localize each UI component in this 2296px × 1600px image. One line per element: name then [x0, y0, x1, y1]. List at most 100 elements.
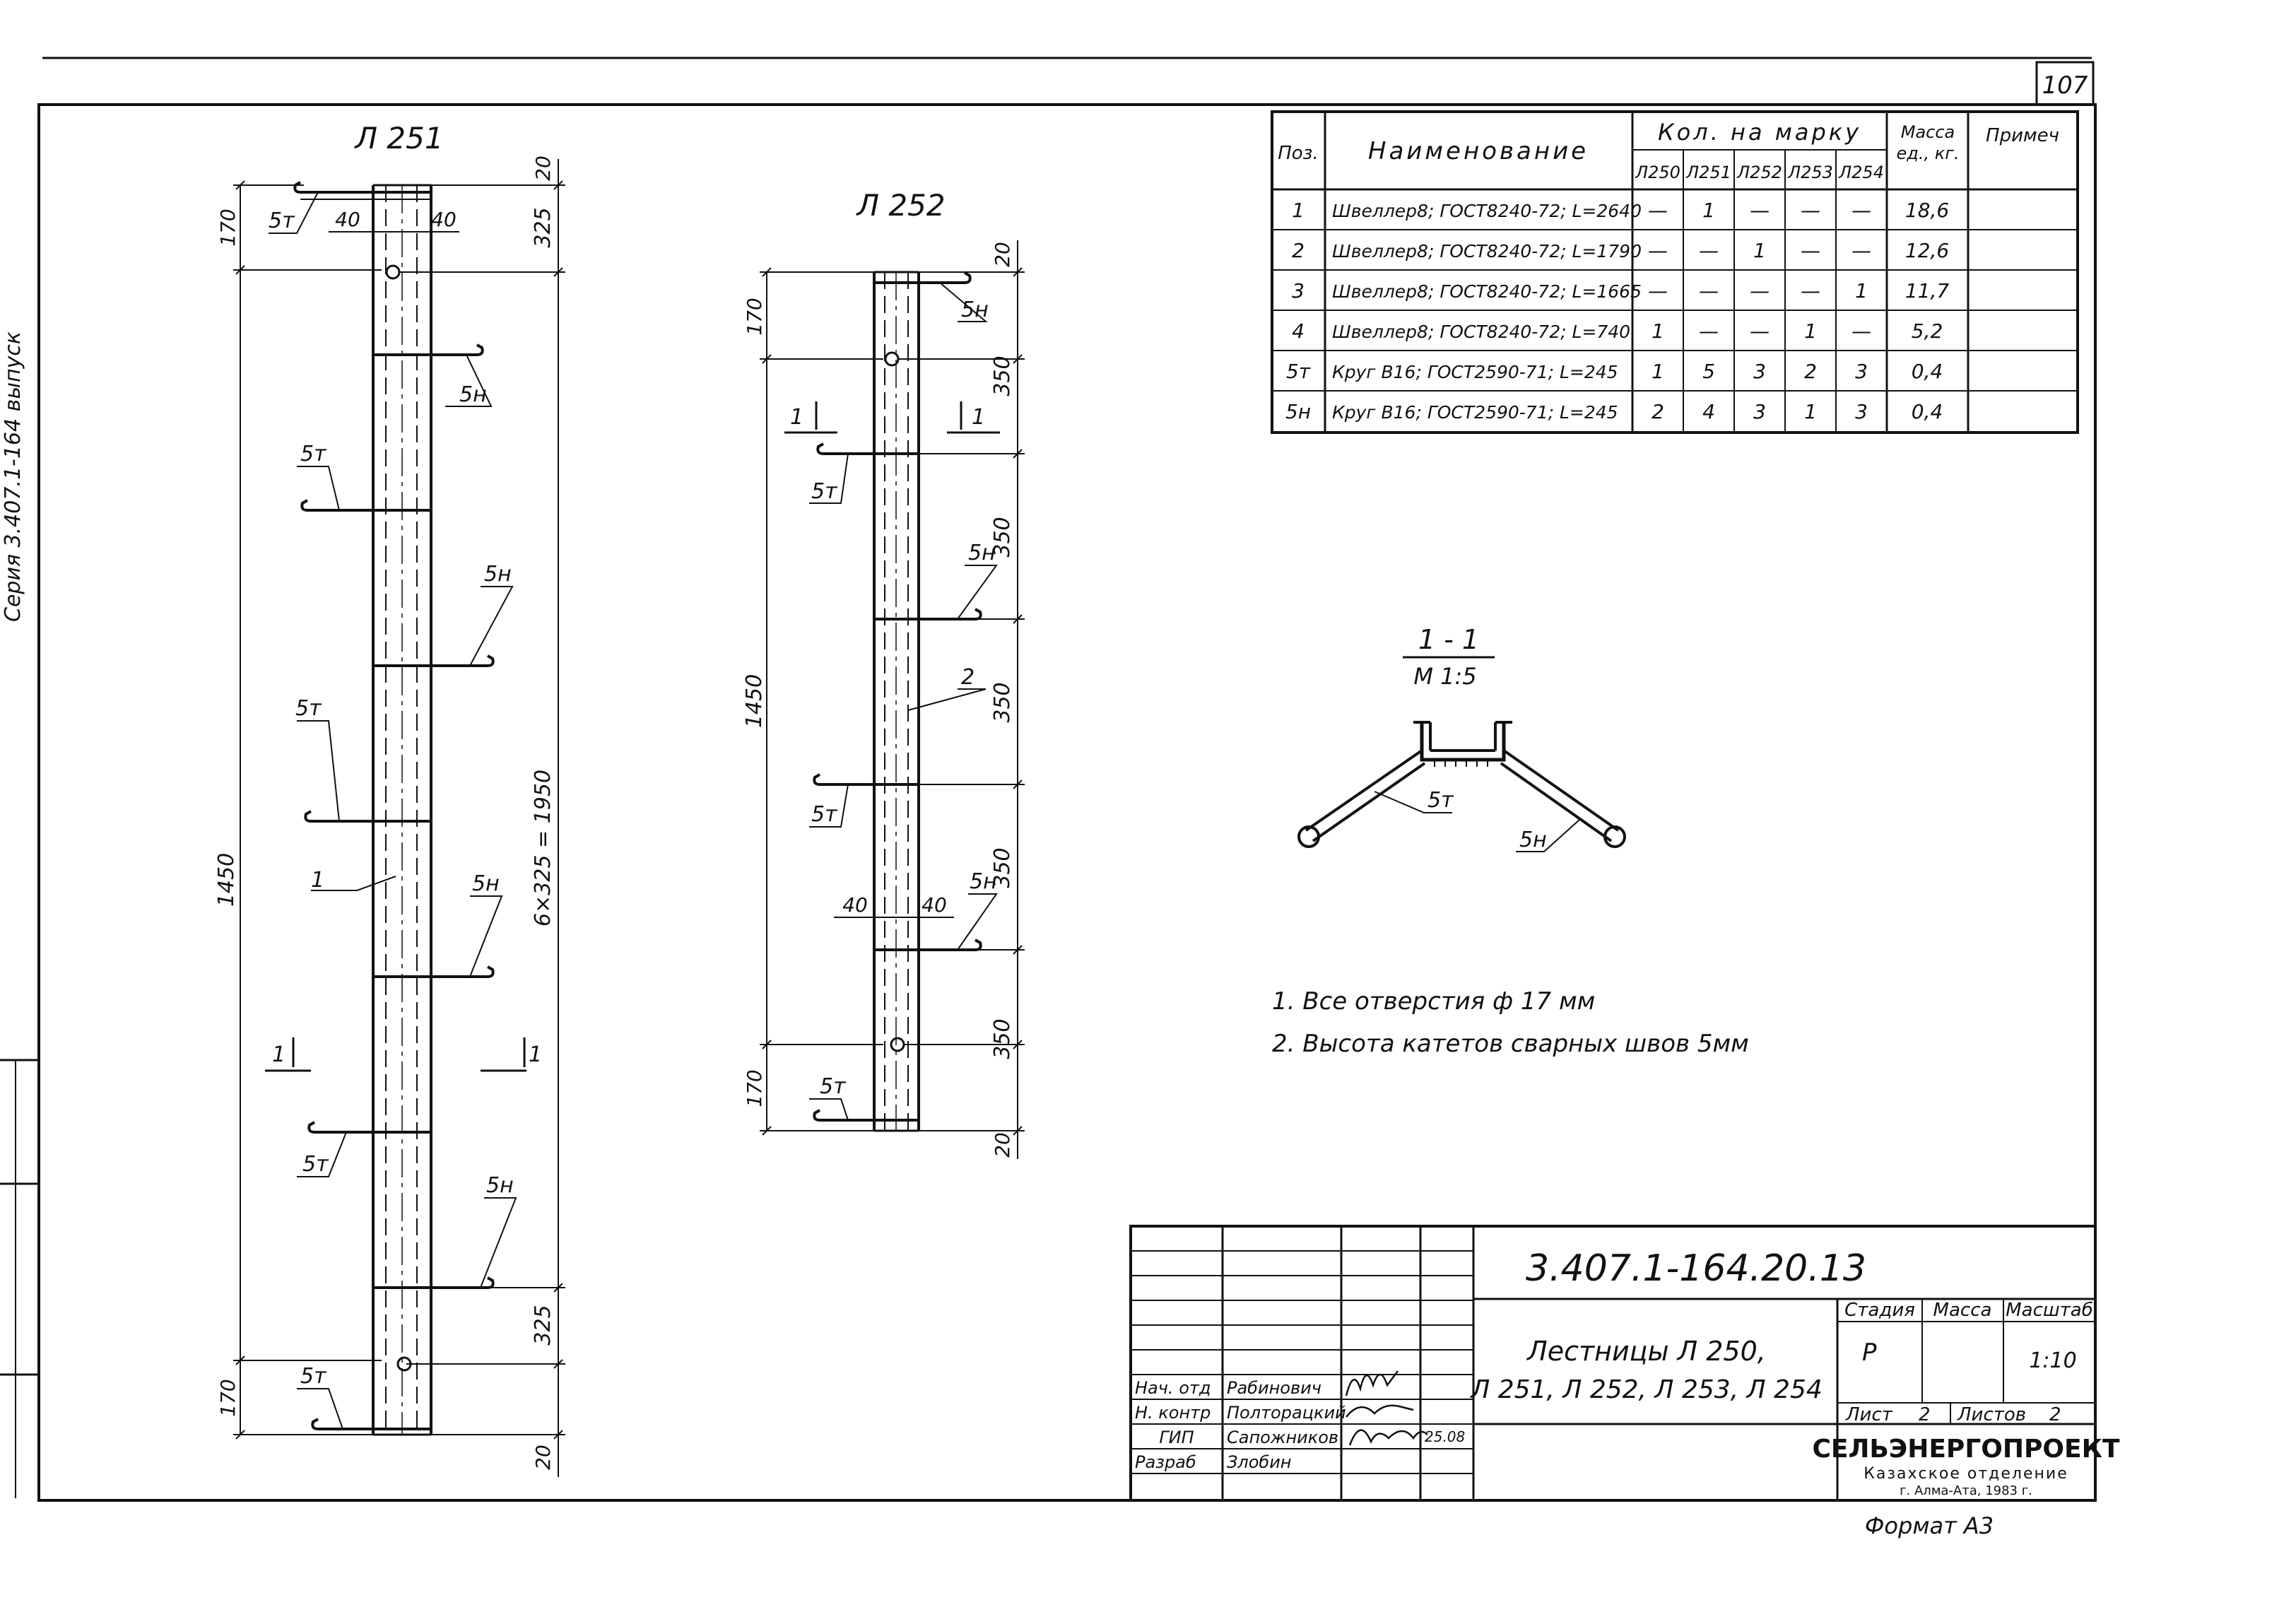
ladder-l251-dim-first: 170: [216, 208, 240, 246]
ladder-l251-dim-series: 6×325 = 1950: [531, 770, 555, 927]
ladder-l252-dim-spacing-2: 350: [990, 517, 1015, 557]
spec-header-mass-box: Масса ед., кг.: [1897, 122, 1960, 163]
ladder-l252-dim-spacing-5: 350: [990, 1018, 1015, 1059]
sheet-frame: [0, 57, 2097, 1502]
ladder-l252-label-5t-1: 5т: [811, 479, 838, 504]
ladder-l251-section-right: 1: [529, 1042, 542, 1067]
ladder-l251-label-item: 1: [311, 868, 324, 893]
spec-cell-qty: 1: [1804, 319, 1817, 343]
spec-cell-qty: —: [1750, 279, 1770, 302]
org-department: Казахское отделение: [1864, 1465, 2068, 1483]
staff-role: Нач. отд: [1135, 1378, 1211, 1398]
spec-table-grid: [1271, 110, 2079, 434]
ladder-l251-dims-right: [399, 159, 565, 1477]
spec-cell-pos: 5н: [1285, 400, 1311, 423]
ladder-l252-rung-2: [816, 442, 919, 455]
title-block-staff: Нач. отд Рабинович Н. контр Полторацкий …: [1135, 1378, 1465, 1472]
ladder-l251-rung-1: [293, 181, 431, 194]
spec-table: Поз. Наименование Кол. на марку Л250 Л25…: [1271, 110, 2079, 434]
spec-row-4: 4 Швеллер8; ГОСТ8240-72; L=740 1 — — 1 —…: [1292, 319, 1943, 343]
ladder-l251-rungs: [293, 181, 495, 1430]
outer-border: [37, 103, 2097, 1502]
spec-cell-qty: 1: [1855, 279, 1868, 302]
ladder-l251-offset-right: 40: [431, 208, 457, 231]
spec-cell-qty: 1: [1702, 199, 1715, 222]
spec-cell-name: Швеллер8; ГОСТ8240-72; L=2640: [1332, 201, 1642, 221]
section-1-1: 1 - 1 М 1:5: [1297, 624, 1626, 852]
ladder-l252-dims-right: [897, 240, 1025, 1159]
org-name: СЕЛЬЭНЕРГОПРОЕКТ: [1812, 1435, 2120, 1464]
section-label-5t: 5т: [1427, 788, 1454, 813]
spec-cell-name: Швеллер8; ГОСТ8240-72; L=1665: [1332, 281, 1642, 302]
spec-row-3: 3 Швеллер8; ГОСТ8240-72; L=1665 — — — — …: [1292, 279, 1949, 302]
section-leaders: [1374, 791, 1580, 852]
ladder-l252-dim-bottom: 20: [991, 1132, 1014, 1158]
sheets-label: Листов: [1957, 1404, 2026, 1425]
ladder-l252-label-5h-1: 5н: [961, 298, 989, 322]
spec-cell-pos: 4: [1292, 319, 1305, 343]
ladder-l251-leaders: [269, 192, 517, 1430]
section-bar-end-left: [1297, 825, 1320, 848]
signature-1: [1345, 1370, 1399, 1396]
spec-cell-mass: 12,6: [1905, 239, 1949, 262]
ladder-l252-offset-right: 40: [922, 893, 947, 917]
spec-cell-qty: —: [1851, 239, 1871, 262]
sheet-label: Лист: [1845, 1404, 1893, 1425]
ladder-l252-label-5h-2: 5н: [968, 541, 996, 565]
ladder-l251-labels: 5т 5н 5т 5н 5т 5н 5т 5н 5т 1: [269, 208, 514, 1389]
sheets-value: 2: [2049, 1404, 2061, 1425]
spec-cell-qty: 1: [1652, 319, 1664, 343]
spec-cell-qty: —: [1699, 319, 1719, 343]
spec-header-mark-4: Л253: [1787, 163, 1833, 182]
page-number: 107: [2042, 71, 2088, 100]
ladder-l252-labels: 5н 5т 5н 5т 5н 5т 2: [811, 298, 997, 1099]
staff-role: Разраб: [1135, 1452, 1196, 1472]
ladder-l251-dim-last: 170: [216, 1379, 240, 1416]
doc-code: 3.407.1-164.20.13: [1526, 1247, 1866, 1290]
spec-cell-pos: 3: [1292, 279, 1305, 302]
spec-cell-qty: —: [1851, 319, 1871, 343]
signature-3: [1348, 1429, 1428, 1446]
spec-cell-qty: —: [1801, 279, 1820, 302]
doc-title-line-1: Лестницы Л 250,: [1526, 1336, 1766, 1367]
ladder-l251-title: Л 251: [353, 121, 443, 155]
ladder-l251-dim-top: 20: [531, 155, 555, 181]
sheet-value: 2: [1919, 1404, 1931, 1425]
signature-2: [1346, 1404, 1414, 1418]
ladder-l251-label-5h-2: 5н: [484, 562, 512, 587]
ladder-l251-label-5h-4: 5н: [486, 1173, 514, 1198]
spec-row-5: 5т Круг В16; ГОСТ2590-71; L=245 1 5 3 2 …: [1286, 360, 1943, 383]
spec-header-mark-1: Л250: [1635, 163, 1680, 182]
ladder-l251-dim-spacing: 325: [531, 207, 555, 247]
spec-cell-name: Швеллер8; ГОСТ8240-72; L=1790: [1332, 241, 1642, 261]
spec-cell-qty: 3: [1753, 360, 1766, 383]
ladder-l252-section-left: 1: [790, 405, 803, 430]
ladder-l251-label-5t-4: 5т: [302, 1152, 329, 1177]
mass-label: Масса: [1933, 1300, 1992, 1321]
spec-cell-qty: —: [1750, 319, 1770, 343]
spec-cell-qty: —: [1851, 199, 1871, 222]
ladder-l252-dim-total: 1450: [742, 674, 767, 728]
stage-value: Р: [1862, 1339, 1877, 1367]
spec-cell-qty: 3: [1855, 400, 1868, 423]
ladder-l252-section-marks: [784, 401, 1000, 434]
ladder-l252-dim-first: 170: [743, 298, 766, 335]
ladder-l252-rung-6: [813, 1109, 919, 1122]
ladder-l252: Л 252 5н: [742, 188, 1025, 1159]
org-city-year: г. Алма-Ата, 1983 г.: [1900, 1483, 2032, 1498]
title-block: 3.407.1-164.20.13 Лестницы Л 250, Л 251,…: [1129, 1225, 2120, 1502]
staff-role: ГИП: [1159, 1428, 1194, 1447]
spec-cell-qty: 3: [1855, 360, 1868, 383]
ladder-l252-title: Л 252: [855, 188, 945, 223]
spec-cell-qty: 1: [1652, 360, 1664, 383]
ladder-l252-hole-bottom: [890, 1037, 905, 1052]
staff-name: Рабинович: [1227, 1378, 1321, 1398]
note-1: 1. Все отверстия ф 17 мм: [1272, 987, 1595, 1016]
spec-cell-qty: —: [1648, 279, 1668, 302]
spec-cell-mass: 0,4: [1912, 360, 1943, 383]
note-2: 2. Высота катетов сварных швов 5мм: [1272, 1030, 1749, 1058]
spec-row-6: 5н Круг В16; ГОСТ2590-71; L=245 2 4 3 1 …: [1285, 400, 1943, 423]
ladder-l251-section-marks: [265, 1037, 526, 1072]
spec-cell-qty: 2: [1652, 400, 1664, 423]
spec-cell-pos: 5т: [1286, 360, 1311, 383]
